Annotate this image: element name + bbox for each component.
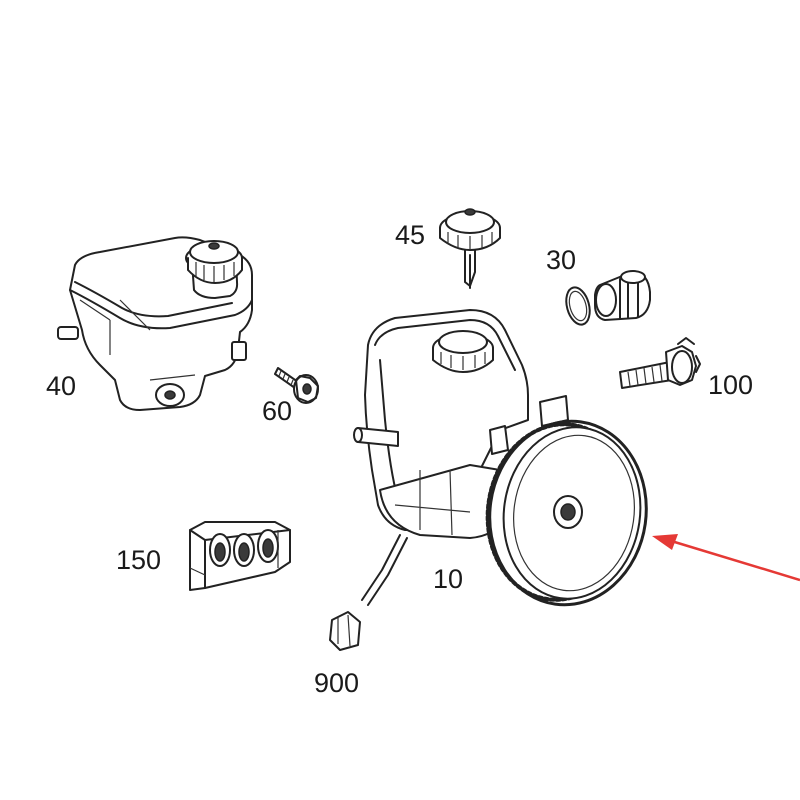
bolt-part [619, 337, 701, 389]
cap-dipstick-part [439, 208, 501, 289]
reservoir-part [57, 236, 253, 411]
label-900: 900 [314, 668, 359, 698]
label-60: 60 [262, 396, 292, 426]
label-40: 40 [46, 371, 76, 401]
pointer-arrow [652, 534, 800, 582]
seal-fitting-part [565, 270, 651, 326]
label-30: 30 [546, 245, 576, 275]
bracket-part [189, 521, 291, 591]
label-45: 45 [395, 220, 425, 250]
label-10: 10 [433, 564, 463, 594]
connector-part [329, 611, 361, 651]
label-150: 150 [116, 545, 161, 575]
pump-part [353, 309, 648, 607]
label-100: 100 [708, 370, 753, 400]
small-screw-part [274, 367, 319, 404]
